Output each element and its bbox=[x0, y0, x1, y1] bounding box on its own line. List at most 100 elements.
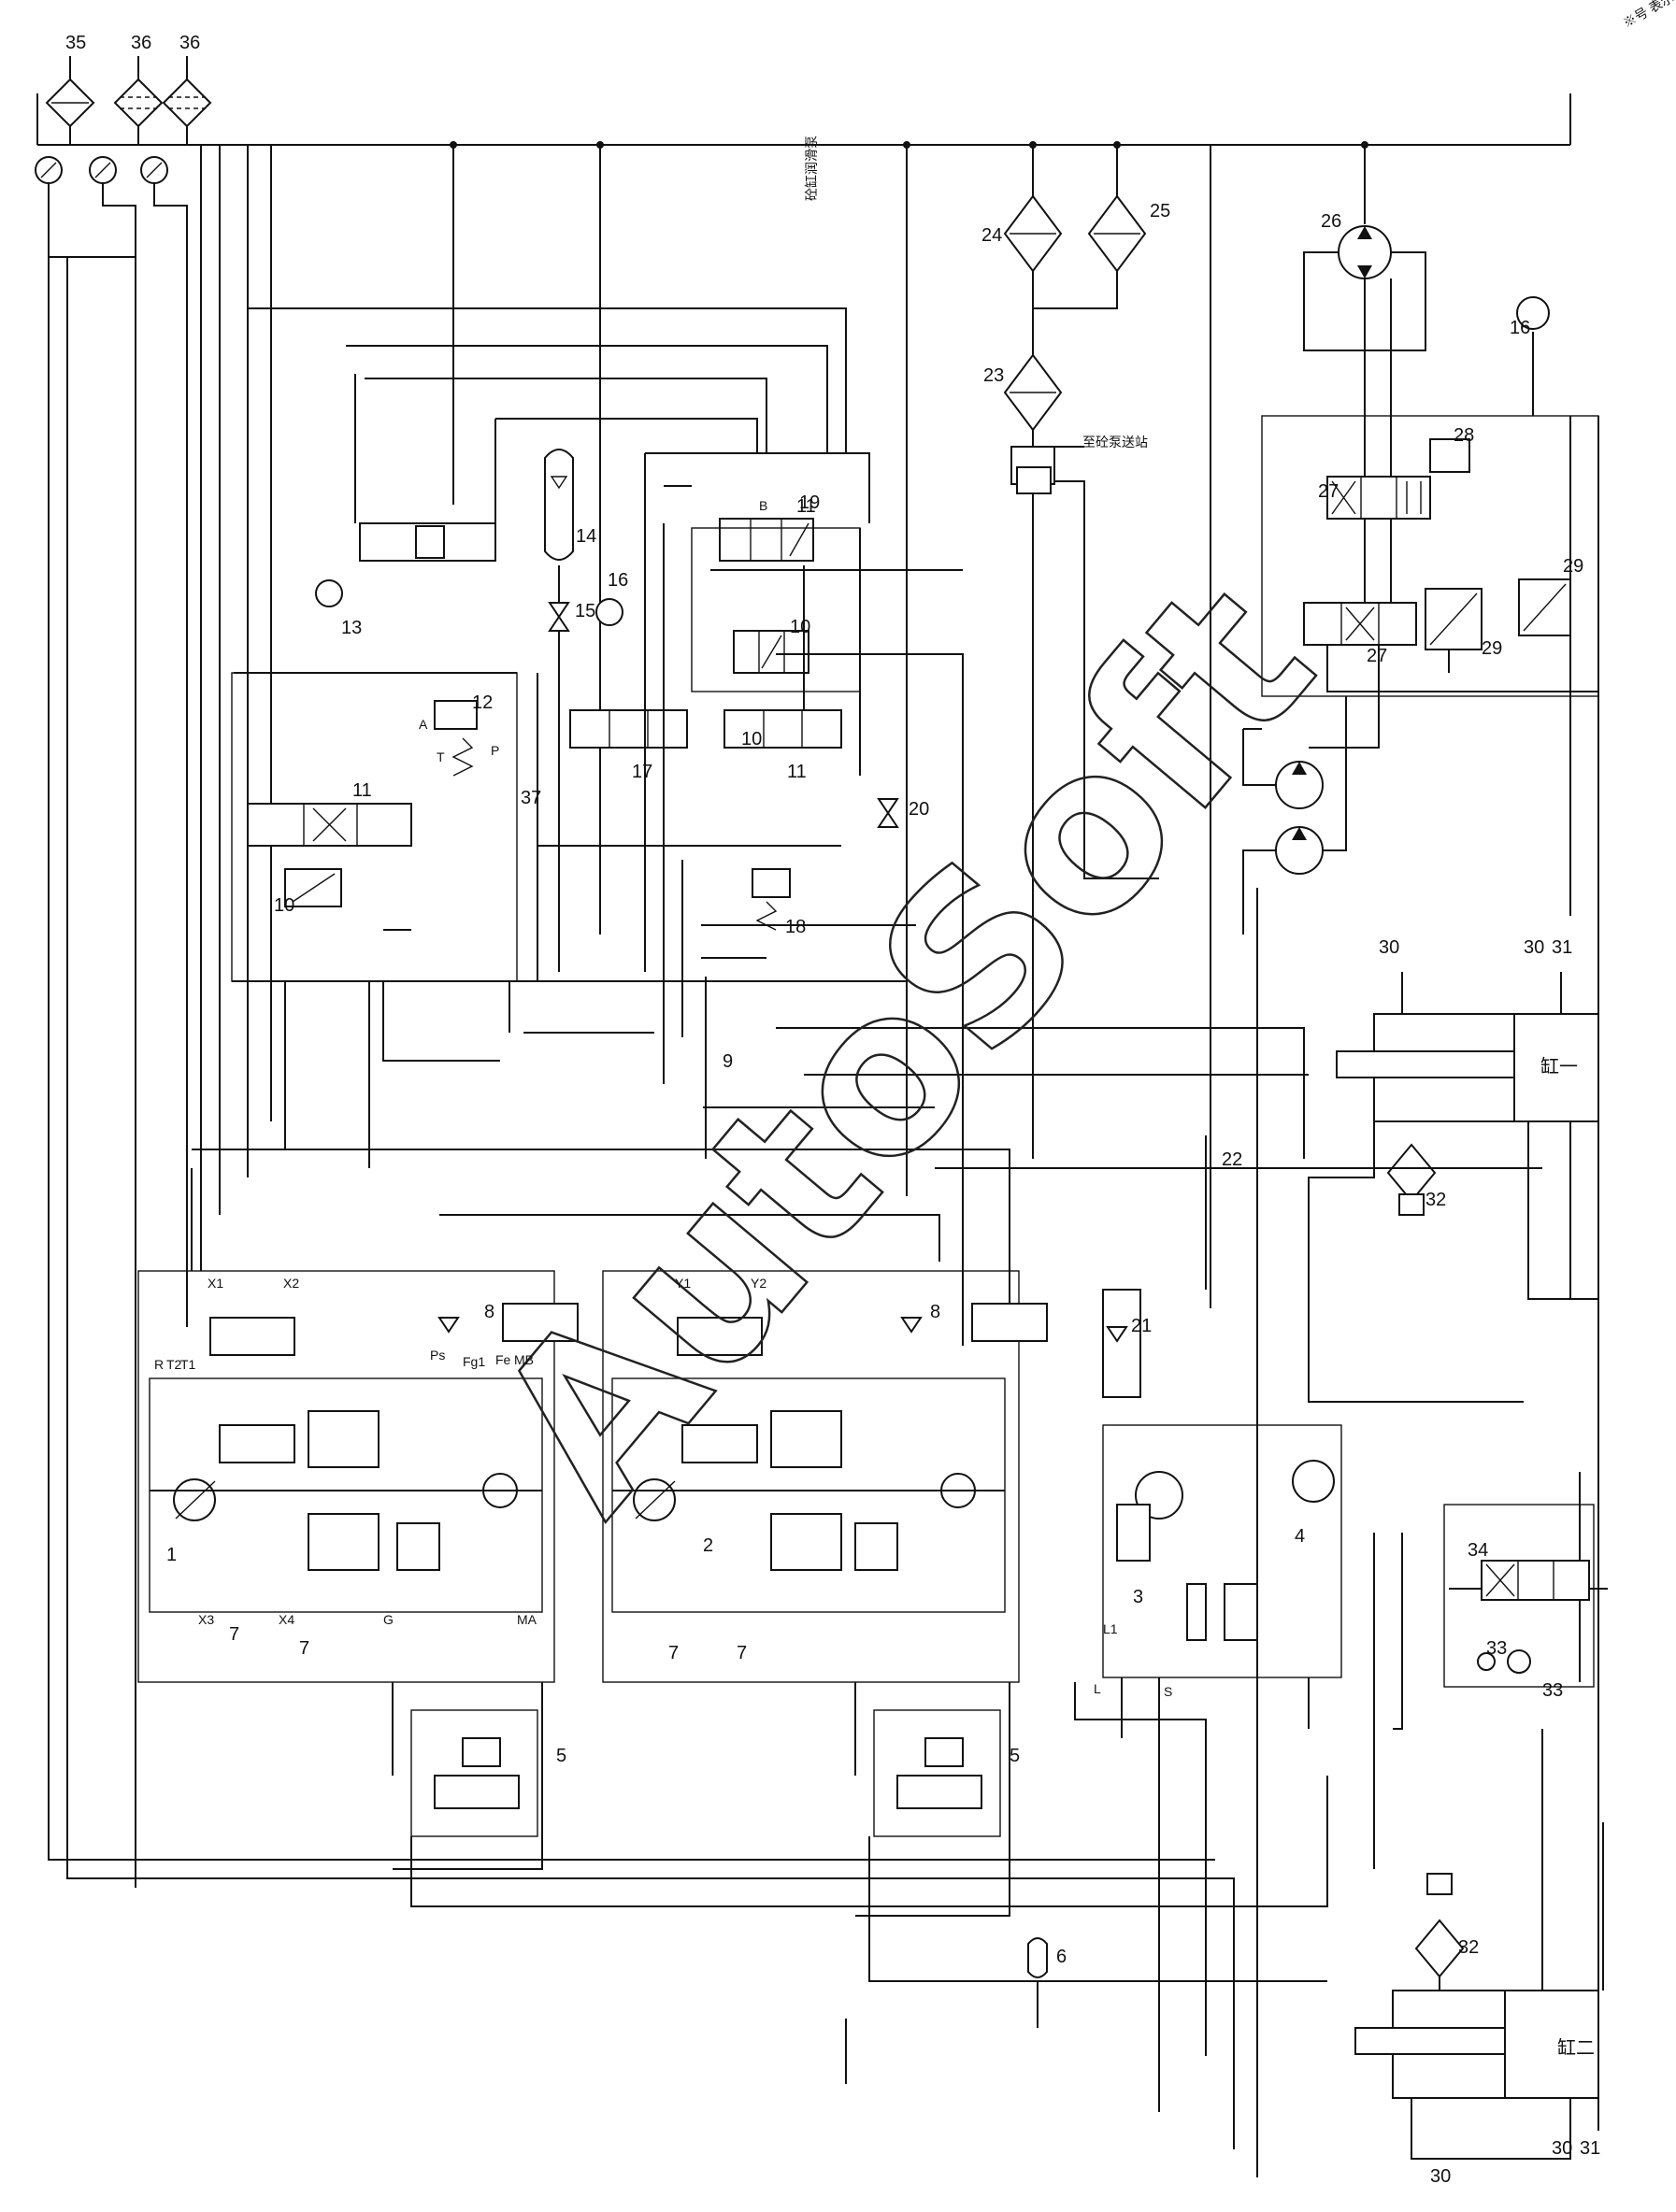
watermark: AutoSoft bbox=[444, 534, 1364, 1558]
motors-right bbox=[1275, 761, 1324, 875]
port-labels: A B P T R T2 T1 Ps Fg1 Fe MB MA X1 X2 X3… bbox=[154, 498, 1172, 1699]
relief-unit-5-b bbox=[873, 1709, 1001, 1837]
gauge-16 bbox=[595, 598, 623, 626]
svg-text:X4: X4 bbox=[279, 1612, 294, 1627]
svg-text:10: 10 bbox=[790, 617, 810, 637]
svg-text:T2: T2 bbox=[166, 1357, 182, 1372]
svg-text:X2: X2 bbox=[283, 1276, 299, 1291]
svg-text:L: L bbox=[1094, 1681, 1101, 1696]
piston-cylinder-top bbox=[354, 374, 496, 562]
svg-text:30: 30 bbox=[1524, 937, 1544, 958]
cylinder-one-label: 缸一 bbox=[1540, 1056, 1578, 1077]
svg-text:17: 17 bbox=[632, 762, 652, 782]
svg-text:G: G bbox=[383, 1612, 394, 1627]
cyl-two-return bbox=[1411, 2098, 1571, 2160]
svg-text:32: 32 bbox=[1458, 1937, 1479, 1958]
filter-join bbox=[1032, 271, 1118, 309]
svg-text:21: 21 bbox=[1131, 1316, 1152, 1336]
center-valve-block bbox=[569, 518, 899, 931]
svg-text:19: 19 bbox=[799, 492, 820, 513]
svg-text:26: 26 bbox=[1321, 211, 1341, 232]
svg-text:6: 6 bbox=[1056, 1947, 1067, 1967]
pump-unit-2 bbox=[602, 1270, 1048, 1683]
filter-24 bbox=[1003, 194, 1063, 273]
svg-text:L1: L1 bbox=[1103, 1621, 1118, 1636]
filter-36-b bbox=[162, 56, 212, 145]
svg-text:13: 13 bbox=[341, 618, 362, 638]
svg-text:24: 24 bbox=[981, 225, 1002, 246]
cylinder-one bbox=[1336, 972, 1599, 1122]
svg-text:31: 31 bbox=[1552, 937, 1572, 958]
svg-text:29: 29 bbox=[1563, 556, 1583, 577]
svg-text:1: 1 bbox=[166, 1545, 177, 1565]
left-upper-block bbox=[231, 672, 518, 982]
svg-text:X1: X1 bbox=[208, 1276, 223, 1291]
svg-text:P: P bbox=[491, 743, 499, 758]
valve-27-upper bbox=[1326, 476, 1431, 520]
svg-text:20: 20 bbox=[909, 799, 929, 820]
corner-mark: ※号 表示 bbox=[1621, 0, 1676, 31]
svg-text:R: R bbox=[154, 1357, 164, 1372]
svg-text:30: 30 bbox=[1430, 2166, 1451, 2187]
svg-text:11: 11 bbox=[352, 780, 372, 801]
check-block bbox=[1010, 446, 1159, 1159]
relief-unit-5-a bbox=[410, 1709, 538, 1837]
svg-text:12: 12 bbox=[472, 692, 493, 713]
svg-text:32: 32 bbox=[1425, 1190, 1446, 1210]
gauge-icon bbox=[35, 156, 168, 184]
svg-text:27: 27 bbox=[1367, 646, 1387, 666]
svg-text:5: 5 bbox=[1010, 1746, 1020, 1766]
svg-text:3: 3 bbox=[1133, 1587, 1143, 1607]
cylinder-two-label: 缸二 bbox=[1557, 2037, 1595, 2059]
svg-text:Fe: Fe bbox=[495, 1352, 511, 1367]
svg-text:7: 7 bbox=[229, 1624, 239, 1645]
svg-text:16: 16 bbox=[608, 570, 628, 591]
svg-text:35: 35 bbox=[65, 33, 86, 53]
svg-text:7: 7 bbox=[299, 1638, 309, 1659]
svg-text:31: 31 bbox=[1580, 2138, 1600, 2159]
filter-25 bbox=[1087, 194, 1147, 273]
filter-23 bbox=[1003, 308, 1063, 458]
svg-text:11: 11 bbox=[787, 762, 807, 782]
accumulator-14 bbox=[544, 449, 574, 972]
svg-text:Fg1: Fg1 bbox=[463, 1354, 485, 1369]
svg-text:5: 5 bbox=[556, 1746, 566, 1766]
svg-text:Ps: Ps bbox=[430, 1348, 445, 1363]
left-return-lines bbox=[48, 145, 1235, 1902]
svg-text:MA: MA bbox=[517, 1612, 537, 1627]
svg-text:30: 30 bbox=[1379, 937, 1399, 958]
svg-text:Y1: Y1 bbox=[675, 1276, 691, 1291]
svg-text:25: 25 bbox=[1150, 201, 1170, 221]
svg-text:10: 10 bbox=[741, 729, 762, 749]
pump-unit-3-4 bbox=[1102, 1289, 1342, 1678]
svg-text:22: 22 bbox=[1222, 1149, 1242, 1170]
svg-text:23: 23 bbox=[983, 365, 1004, 386]
svg-text:14: 14 bbox=[576, 526, 596, 547]
svg-text:33: 33 bbox=[1542, 1680, 1563, 1701]
svg-text:27: 27 bbox=[1318, 481, 1339, 502]
svg-text:18: 18 bbox=[785, 917, 806, 937]
right-side-lines bbox=[1308, 1121, 1608, 1869]
svg-text:36: 36 bbox=[131, 33, 151, 53]
svg-text:X3: X3 bbox=[198, 1612, 214, 1627]
svg-text:30: 30 bbox=[1552, 2138, 1572, 2159]
accumulator-6 bbox=[1027, 1937, 1048, 2028]
svg-text:MB: MB bbox=[514, 1352, 534, 1367]
watermark-text: AutoSoft bbox=[445, 535, 1362, 1557]
svg-text:16: 16 bbox=[1510, 318, 1530, 338]
pressure-switch-28 bbox=[1429, 438, 1470, 473]
filter-32-upper bbox=[1386, 1143, 1437, 1216]
header-drops bbox=[450, 141, 1368, 1308]
gauge-13 bbox=[315, 579, 343, 607]
svg-text:8: 8 bbox=[484, 1302, 494, 1322]
to-lube-label: 砼缸润滑泵 bbox=[804, 136, 819, 201]
to-pump-label: 至砼泵送站 bbox=[1082, 435, 1148, 450]
valve-34 bbox=[1443, 1504, 1595, 1688]
svg-text:33: 33 bbox=[1486, 1638, 1507, 1659]
svg-text:Y2: Y2 bbox=[751, 1276, 766, 1291]
svg-text:36: 36 bbox=[179, 33, 200, 53]
svg-text:7: 7 bbox=[737, 1643, 747, 1663]
svg-text:2: 2 bbox=[703, 1535, 713, 1556]
svg-text:8: 8 bbox=[930, 1302, 940, 1322]
